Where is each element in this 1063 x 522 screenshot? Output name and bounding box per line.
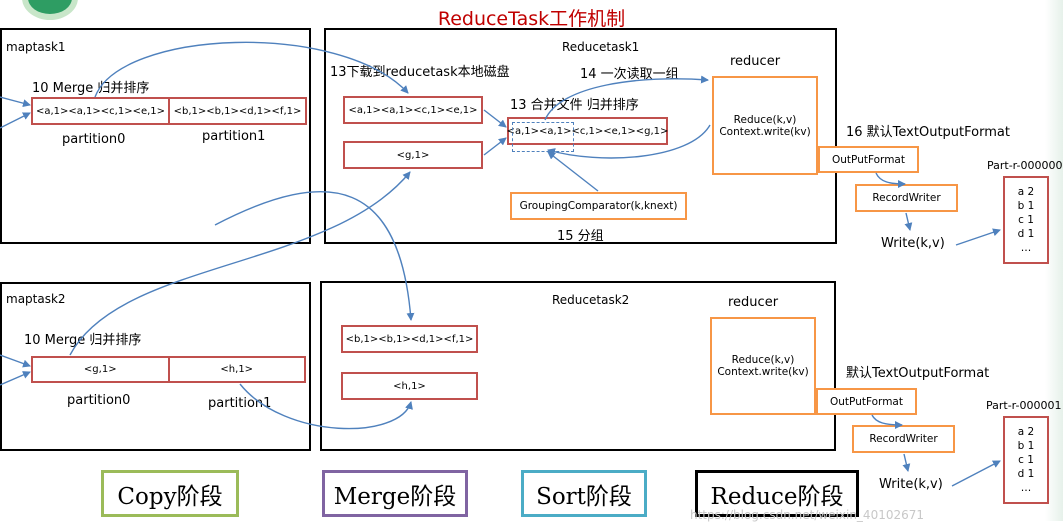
reducetask1-group-highlight (512, 122, 574, 152)
reducetask1-merge-label: 13 合并文件 归并排序 (510, 98, 639, 113)
output2-line: a 2 (1017, 426, 1035, 438)
reducetask1-download-label: 13下载到reducetask本地磁盘 (330, 65, 510, 80)
reducetask2-reducer-label: reducer (728, 295, 779, 310)
output1-recordwriter: RecordWriter (855, 184, 958, 212)
reducetask1-reducer-label: reducer (730, 54, 781, 69)
reducetask2-reducer-box: Reduce(k,v) Context.write(kv) (710, 317, 816, 415)
output1-write-label: Write(k,v) (881, 236, 945, 251)
output2-line: d 1 (1017, 468, 1035, 480)
reducetask2-file2: <h,1> (341, 372, 478, 400)
stage-copy: Copy阶段 (101, 470, 239, 517)
reducetask1-file2: <g,1> (343, 141, 483, 169)
output2-line: b 1 (1017, 440, 1035, 452)
arrow-out1-b (904, 212, 913, 231)
maptask1-partition0-label: partition0 (62, 132, 126, 147)
arrow-out2-a (871, 414, 903, 429)
maptask1-partition0-data: <a,1><a,1><c,1><e,1> (35, 105, 166, 117)
reducetask1-context-write: Context.write(kv) (719, 125, 811, 138)
stage-merge: Merge阶段 (322, 470, 468, 517)
reducetask2-reduce-call: Reduce(k,v) (731, 354, 795, 366)
reducetask1-file1: <a,1><a,1><c,1><e,1> (343, 96, 483, 124)
reducetask1-group-label: 15 分组 (557, 229, 604, 244)
maptask2-partitions: <g,1> <h,1> (31, 356, 306, 383)
maptask2-partition1-data: <h,1> (167, 358, 305, 381)
output1-part-file: a 2 b 1 c 1 d 1 … (1003, 176, 1049, 264)
page-title: ReduceTask工作机制 (437, 8, 626, 30)
output2-part-file-label: Part-r-000001 (986, 399, 1062, 412)
output2-recordwriter: RecordWriter (852, 425, 955, 453)
output1-part-file-label: Part-r-000000 (987, 159, 1063, 172)
reducetask1-label: Reducetask1 (562, 40, 640, 54)
arrow-out1-a (875, 172, 906, 188)
maptask1-partition1-label: partition1 (202, 129, 266, 144)
output2-line: … (1020, 482, 1032, 494)
maptask2-label: maptask2 (6, 292, 66, 306)
output1-label: 16 默认TextOutputFormat (846, 125, 1010, 140)
maptask2-partition1-label: partition1 (208, 396, 272, 411)
output1-line: c 1 (1018, 214, 1034, 226)
output1-outputformat: OutPutFormat (818, 146, 919, 173)
arrow-out1-c (955, 228, 1001, 246)
output1-line: d 1 (1017, 228, 1035, 240)
output2-label: 默认TextOutputFormat (846, 366, 990, 381)
output1-line: … (1020, 242, 1032, 254)
maptask2-partition0-label: partition0 (67, 393, 131, 408)
arrow-out2-b (902, 453, 911, 472)
maptask2-merge-label: 10 Merge 归并排序 (24, 333, 142, 348)
decorative-edge (1045, 0, 1063, 521)
output1-line: a 2 (1017, 186, 1035, 198)
arrow-out2-c (951, 460, 1001, 487)
reducetask1-reducer-box: Reduce(k,v) Context.write(kv) (712, 76, 818, 175)
output2-part-file: a 2 b 1 c 1 d 1 … (1003, 416, 1049, 504)
reducetask1-reduce-call: Reduce(k,v) (733, 113, 797, 126)
stage-reduce: Reduce阶段 (695, 470, 859, 517)
reducetask2-context-write: Context.write(kv) (717, 366, 809, 378)
output2-write-label: Write(k,v) (879, 477, 943, 492)
reducetask1-grouping-comparator: GroupingComparator(k,knext) (510, 192, 687, 220)
maptask1-partition1-data: <b,1><b,1><d,1><f,1> (168, 99, 305, 123)
watermark: https://blog.csdn.net/weixin_40102671 (690, 508, 925, 522)
reducetask2-label: Reducetask2 (552, 293, 630, 307)
output2-line: c 1 (1018, 454, 1034, 466)
output2-outputformat: OutPutFormat (816, 388, 917, 415)
maptask1-partitions: <a,1><a,1><c,1><e,1> <b,1><b,1><d,1><f,1… (31, 97, 307, 125)
maptask1-label: maptask1 (6, 40, 66, 54)
output1-line: b 1 (1017, 200, 1035, 212)
maptask2-partition0-data: <g,1> (83, 364, 117, 375)
reducetask2-file1: <b,1><b,1><d,1><f,1> (341, 325, 478, 353)
reducetask1-read-label: 14 一次读取一组 (580, 67, 679, 82)
maptask1-merge-label: 10 Merge 归并排序 (32, 81, 150, 96)
stage-sort: Sort阶段 (521, 470, 647, 517)
